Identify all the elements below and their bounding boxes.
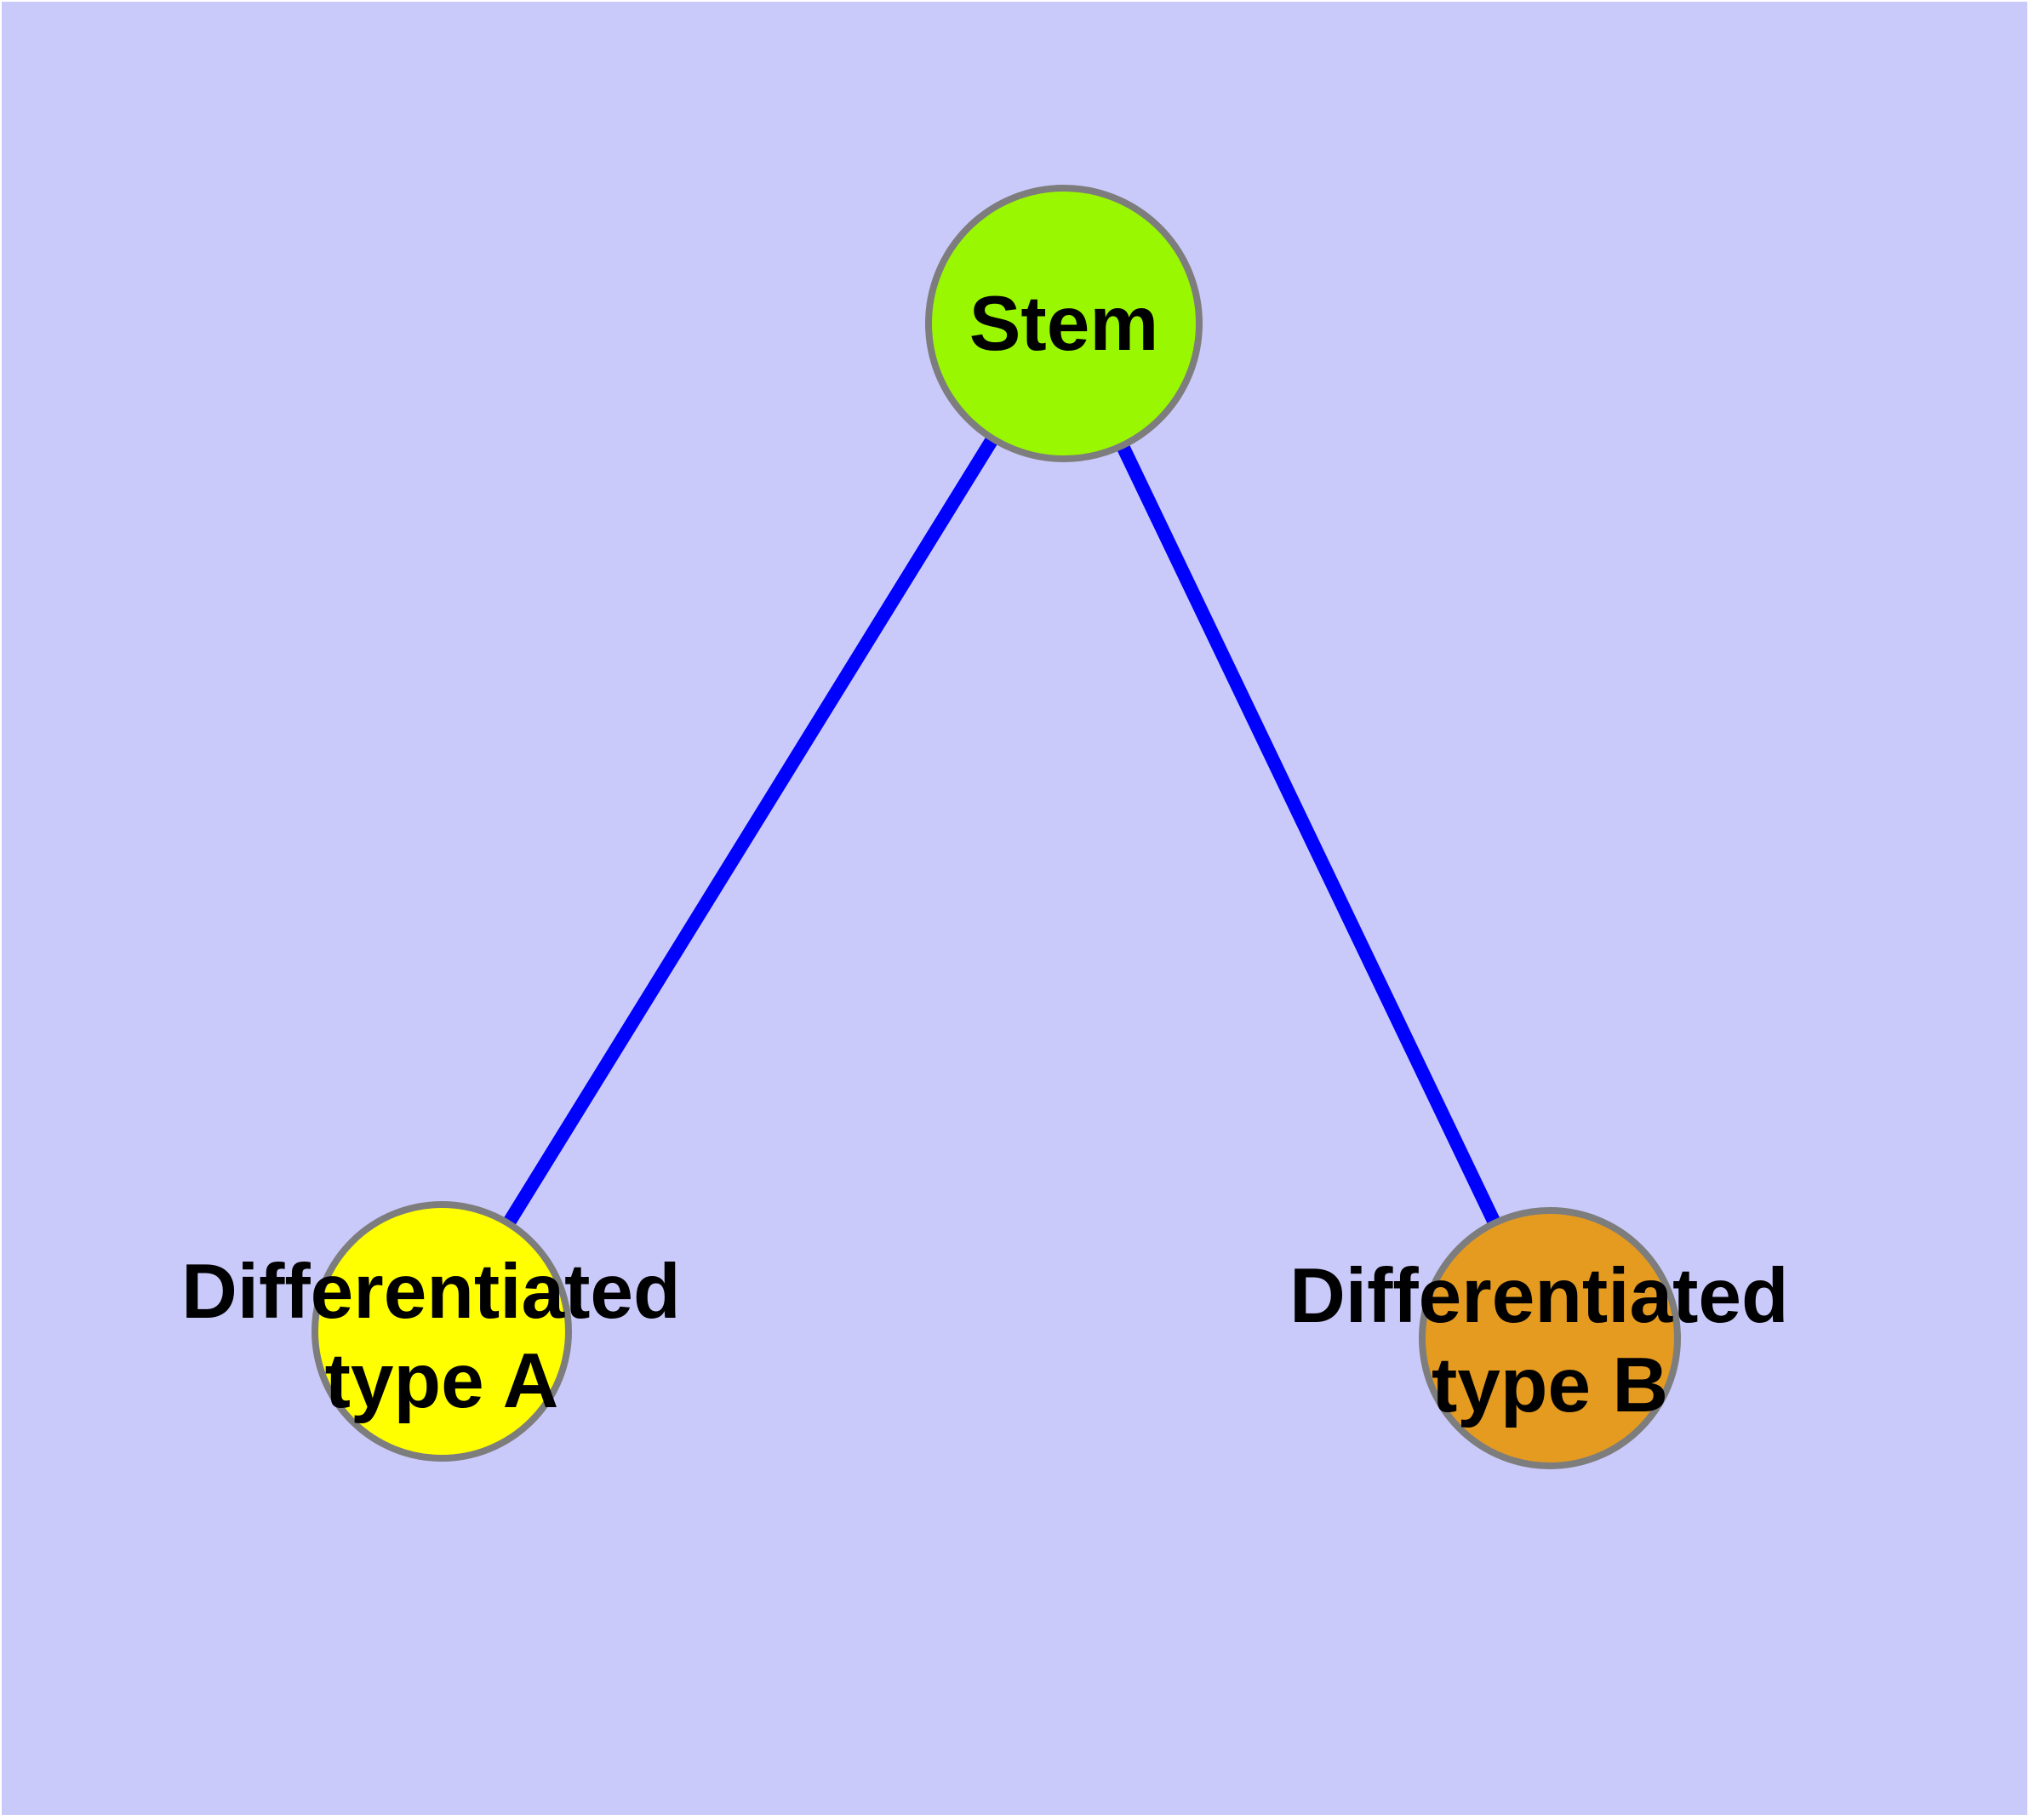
node-label-differentiated-type-b-line1: Differentiated — [1289, 1253, 1789, 1339]
node-label-differentiated-type-b-line2: type B — [1432, 1342, 1668, 1428]
node-label-differentiated-type-a: Differentiated type A — [181, 1249, 702, 1424]
edge-stem-to-type-a — [436, 319, 1070, 1336]
node-label-differentiated-type-b: Differentiated type B — [1289, 1253, 1810, 1428]
edge-group — [436, 319, 1557, 1342]
node-label-differentiated-type-a-line2: type A — [325, 1338, 559, 1424]
node-stem — [925, 185, 1203, 462]
node-label-differentiated-type-a-line1: Differentiated — [181, 1249, 681, 1335]
node-label-stem: Stem — [969, 281, 1159, 367]
edge-stem-to-type-b — [1057, 320, 1557, 1342]
node-differentiated-type-a — [311, 1201, 572, 1462]
node-differentiated-type-b — [1419, 1207, 1681, 1469]
